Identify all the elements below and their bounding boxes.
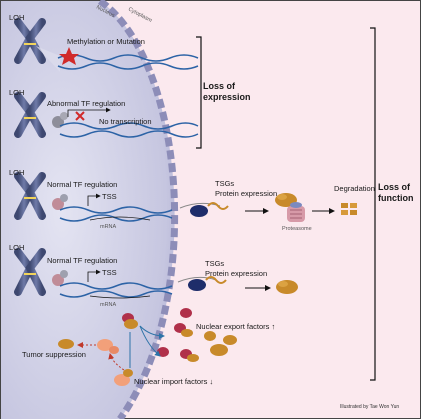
export-factors-label: Nuclear export factors ↑ xyxy=(196,322,275,331)
protein-blob-icon xyxy=(223,335,237,345)
chromosome-icon xyxy=(14,92,46,138)
loss-of-function-line1: Loss of xyxy=(378,182,411,192)
loss-of-expression-line2: expression xyxy=(203,92,251,102)
protein-blob-icon xyxy=(210,344,228,356)
import-factor-blob-icon xyxy=(97,339,119,354)
row-2-abnormal-tf: LOH Abnormal TF regulation No transcript… xyxy=(9,88,199,138)
dna-helix xyxy=(57,54,199,70)
nascent-protein xyxy=(207,202,229,210)
degradation-label: Degradation xyxy=(334,184,375,193)
tumor-suppression-label: Tumor suppression xyxy=(22,350,86,359)
proteasome-icon xyxy=(287,202,305,222)
protein-blob-icon xyxy=(276,280,298,294)
row-1-methylation: LOH Methylation or Mutation xyxy=(9,13,199,72)
row-3-tsgs: TSGs xyxy=(215,179,234,188)
tumor-suppressor-blob-icon xyxy=(58,339,74,349)
row-4-regulation: Normal TF regulation xyxy=(47,256,117,265)
row-3-tss: TSS xyxy=(102,192,117,201)
row-3-normal-tf: LOH Normal TF regulation TSS mRNA TSGs P… xyxy=(9,168,375,232)
mutation-star-icon xyxy=(59,47,79,65)
chromosome-icon xyxy=(14,172,46,220)
row-3-protein-expression: Protein expression xyxy=(215,189,277,198)
row-3-mrna: mRNA xyxy=(100,224,117,230)
loss-of-function-line2: function xyxy=(378,193,414,203)
row-4-tss: TSS xyxy=(102,268,117,277)
loh-label: LOH xyxy=(9,13,24,22)
export-factor-blob-icon xyxy=(180,349,199,362)
nuclear-transport: Nuclear export factors ↑ Tumor suppressi… xyxy=(22,308,275,386)
chromosome-icon xyxy=(14,18,46,64)
row-1-regulation: Methylation or Mutation xyxy=(67,37,145,46)
row-3-regulation: Normal TF regulation xyxy=(47,180,117,189)
row-2-regulation: Abnormal TF regulation xyxy=(47,99,125,108)
import-factor-blob-icon xyxy=(114,369,133,386)
loss-of-expression-bracket: Loss of expression xyxy=(196,36,251,149)
ribosome-icon xyxy=(177,276,217,291)
mrna-strand xyxy=(89,216,151,221)
nascent-protein xyxy=(205,276,227,284)
loh-label: LOH xyxy=(9,243,24,252)
row-4-tsgs: TSGs xyxy=(205,259,224,268)
transcription-factor-icon xyxy=(52,270,68,286)
proteasome-label: Proteasome xyxy=(282,226,312,232)
loh-label: LOH xyxy=(9,88,24,97)
mrna-strand xyxy=(89,295,151,299)
row-2-outcome: No transcription xyxy=(99,117,152,126)
dna-helix xyxy=(59,122,199,138)
loss-of-function-bracket: Loss of function xyxy=(370,27,414,381)
row-4-normal-tf: LOH Normal TF regulation TSS mRNA TSGs P… xyxy=(9,243,298,308)
block-x-icon xyxy=(75,111,85,121)
dna-helix xyxy=(59,206,173,222)
transcription-factor-icon xyxy=(52,194,68,210)
export-factor-blob-icon xyxy=(174,323,193,337)
protein-blob-icon xyxy=(204,331,216,341)
export-factor-blob-icon xyxy=(122,313,138,329)
export-factor-blob-icon xyxy=(180,308,192,318)
row-4-mrna: mRNA xyxy=(100,302,117,308)
nuclear-envelope xyxy=(97,0,179,419)
row-4-protein-expression: Protein expression xyxy=(205,269,267,278)
loh-label: LOH xyxy=(9,168,24,177)
import-factors-label: Nuclear import factors ↓ xyxy=(134,377,213,386)
loss-of-expression-line1: Loss of xyxy=(203,81,236,91)
illustrator-credit: Illustrated by Tae Won Yun xyxy=(340,404,399,410)
chromosome-icon xyxy=(14,248,46,296)
dna-helix xyxy=(59,282,173,298)
degraded-fragments-icon xyxy=(341,203,357,215)
